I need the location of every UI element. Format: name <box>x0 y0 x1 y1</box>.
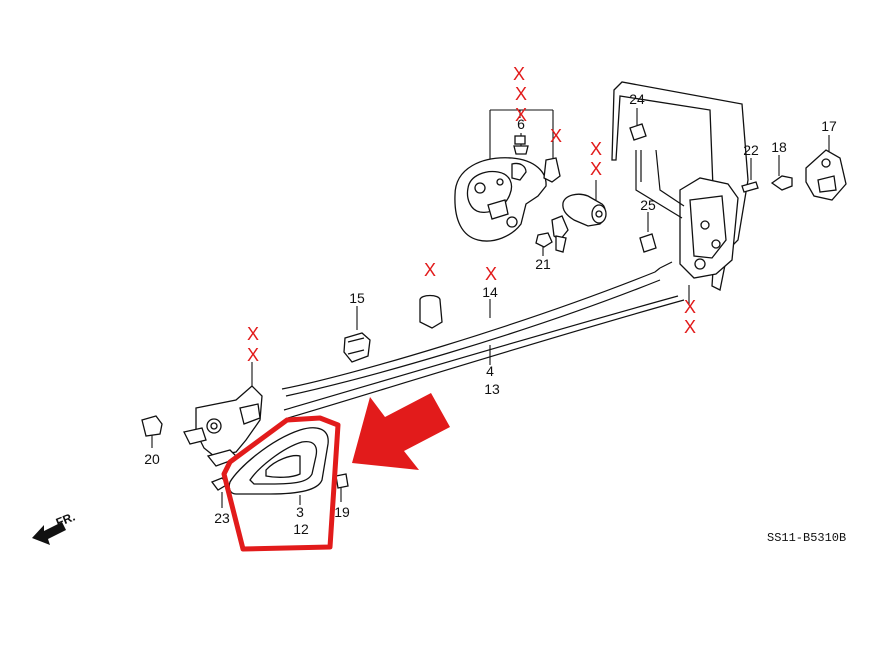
inside-handle <box>210 427 349 495</box>
rods <box>281 261 685 419</box>
red-x-mark: X <box>515 84 527 104</box>
outside-handle <box>454 135 561 242</box>
red-x-mark: X <box>515 105 527 125</box>
part-label: 22 <box>743 142 759 158</box>
part-label: 25 <box>640 197 656 213</box>
part-label: 20 <box>144 451 160 467</box>
key-cylinder <box>535 193 607 253</box>
highlight-annotations <box>221 393 450 552</box>
red-x-mark: X <box>590 159 602 179</box>
part-label: 19 <box>334 504 350 520</box>
red-x-mark: X <box>590 139 602 159</box>
striker-parts <box>741 149 847 201</box>
red-x-mark: X <box>684 297 696 317</box>
part-labels: 6 24 17 22 18 25 21 15 14 4 13 20 23 3 1… <box>144 91 837 537</box>
part-label: 12 <box>293 521 309 537</box>
red-x-mark: X <box>424 260 436 280</box>
diagram-code: SS11-B5310B <box>767 531 846 545</box>
rod-clips <box>343 294 443 363</box>
front-arrow: FR. <box>32 510 77 545</box>
red-x-marks: X X X X X X X X X X X X <box>247 64 696 365</box>
red-x-mark: X <box>513 64 525 84</box>
red-x-mark: X <box>550 126 562 146</box>
highlight-arrow <box>352 393 450 470</box>
part-label: 18 <box>771 139 787 155</box>
door-lock <box>611 81 749 291</box>
inside-handle-base <box>141 385 263 467</box>
part-label: 6 <box>517 116 525 132</box>
part-label: 17 <box>821 118 837 134</box>
part-label: 23 <box>214 510 230 526</box>
red-x-mark: X <box>485 264 497 284</box>
part-label: 15 <box>349 290 365 306</box>
part-label: 4 <box>486 363 494 379</box>
red-x-mark: X <box>247 324 259 344</box>
part-label: 14 <box>482 284 498 300</box>
red-x-mark: X <box>684 317 696 337</box>
part-label: 24 <box>629 91 645 107</box>
front-label: FR. <box>54 510 77 530</box>
part-label: 3 <box>296 504 304 520</box>
highlight-outline <box>221 415 341 552</box>
part-label: 13 <box>484 381 500 397</box>
part-label: 21 <box>535 256 551 272</box>
red-x-mark: X <box>247 345 259 365</box>
